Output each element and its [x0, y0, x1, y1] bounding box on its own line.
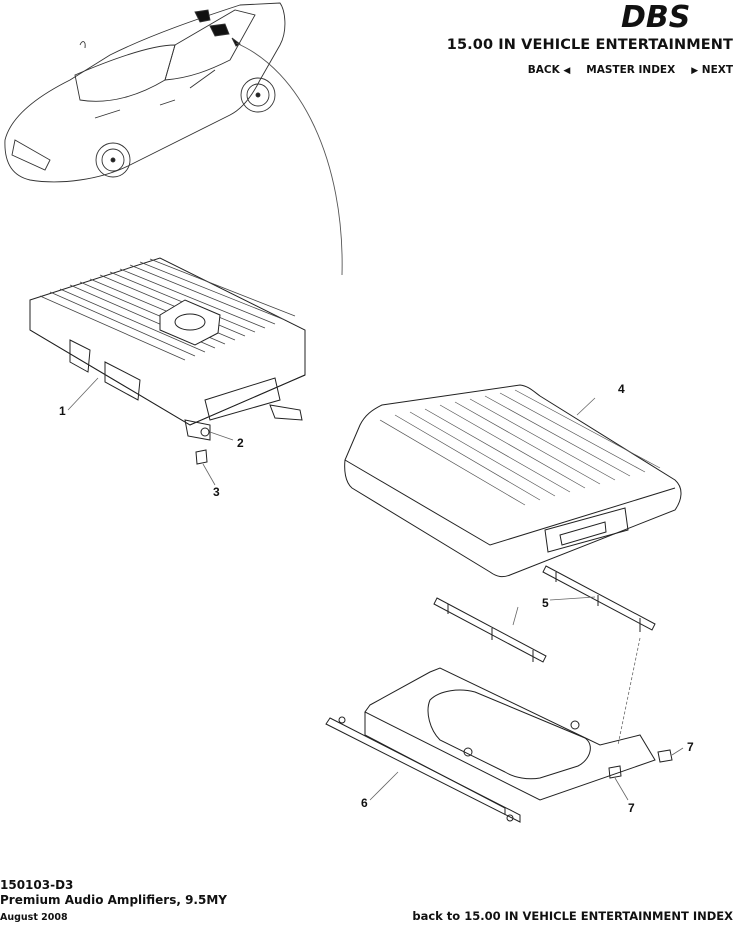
next-label: NEXT: [701, 64, 733, 76]
callout-2[interactable]: 2: [237, 436, 244, 450]
leader-line-4: [577, 398, 595, 415]
leader-lines-5: [513, 597, 640, 745]
logo-text: DBS: [621, 0, 690, 34]
back-link[interactable]: BACK ◀: [528, 64, 571, 76]
callout-7-lower[interactable]: 7: [628, 801, 635, 815]
leader-lines-6-7: [370, 748, 683, 800]
callout-3[interactable]: 3: [213, 485, 220, 499]
callout-6[interactable]: 6: [361, 796, 368, 810]
diagram-title: Premium Audio Amplifiers, 9.5MY: [0, 893, 227, 907]
callout-1[interactable]: 1: [59, 404, 66, 418]
diagram-date: August 2008: [0, 912, 68, 923]
navigation-bar: BACK ◀ MASTER INDEX ▶ NEXT: [528, 64, 733, 76]
callout-5[interactable]: 5: [542, 596, 549, 610]
back-label: BACK: [527, 64, 560, 76]
mounting-bracket-part-6: [326, 668, 655, 822]
car-location-illustration: [5, 3, 342, 275]
right-triangle-icon: ▶: [691, 66, 699, 76]
back-to-index-link[interactable]: back to 15.00 IN VEHICLE ENTERTAINMENT I…: [412, 909, 733, 923]
diagram-code: 150103-D3: [0, 878, 74, 892]
dbs-logo: DBS: [621, 0, 690, 34]
leader-lines-amp1: [68, 378, 233, 485]
next-link[interactable]: ▶ NEXT: [691, 64, 733, 76]
callout-7-upper[interactable]: 7: [687, 740, 694, 754]
master-index-link[interactable]: MASTER INDEX: [586, 64, 676, 76]
callout-4[interactable]: 4: [618, 382, 625, 396]
amplifier-part-4: [345, 385, 681, 577]
stud-plate-part-5: [434, 566, 655, 662]
nut-part-7: [609, 750, 672, 778]
amplifier-part-1: [30, 258, 305, 464]
left-triangle-icon: ◀: [563, 66, 571, 76]
section-title: 15.00 IN VEHICLE ENTERTAINMENT: [446, 37, 733, 53]
